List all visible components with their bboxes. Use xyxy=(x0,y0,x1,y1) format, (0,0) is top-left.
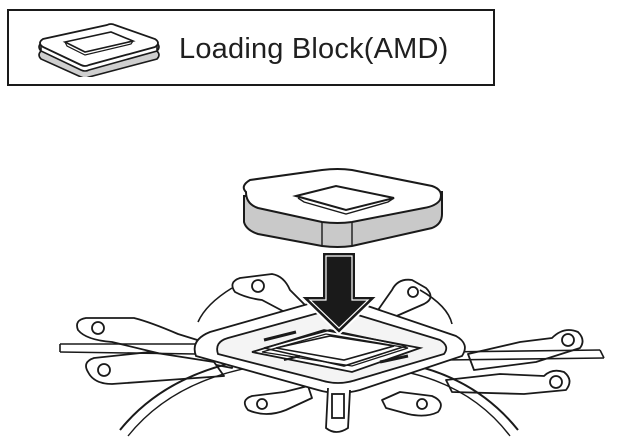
legend-label: Loading Block(AMD) xyxy=(179,33,449,65)
placed-block xyxy=(263,329,410,367)
down-arrow-icon xyxy=(297,251,381,336)
legend-box: Loading Block(AMD) xyxy=(7,9,495,86)
loading-block xyxy=(242,168,443,248)
cpu-socket xyxy=(193,297,466,433)
loading-block-icon xyxy=(38,23,160,77)
